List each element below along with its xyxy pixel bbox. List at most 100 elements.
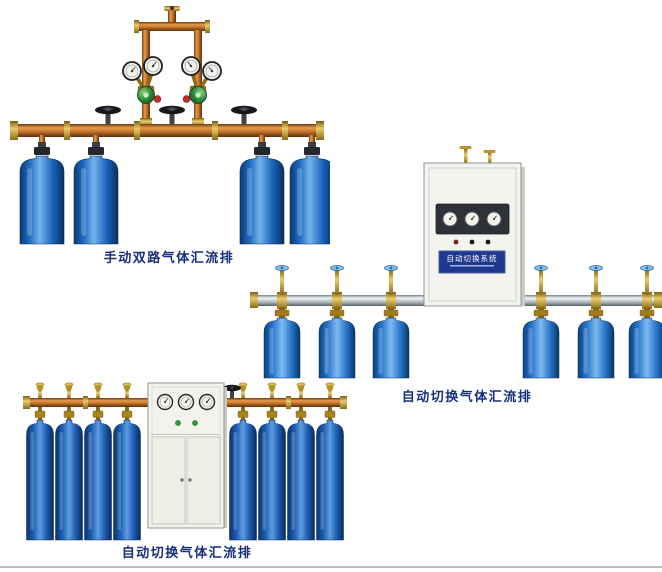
inlet-valve-handle [459,146,472,149]
control-cabinet [147,382,227,529]
control-cabinet: 自动切换系统 [423,162,525,307]
valve-handwheel [95,105,121,124]
caption-auto-switch-manifold-bottom: 自动切换气体汇流排 [121,546,253,561]
gas-cylinder [84,406,112,541]
bottom-border-line [0,566,662,568]
green-indicator-light [175,420,181,426]
left-riser-pipe [142,30,150,126]
cabinet-label-plate [438,250,506,274]
door-handle [188,478,192,482]
manifold-left-cap [10,121,18,140]
caption-auto-switch-manifold-right: 自动切换气体汇流排 [401,390,533,405]
manifold-pipe-body [14,124,320,137]
valve-handwheel [159,105,185,124]
cabinet-door-outline [428,167,517,302]
gas-cylinder [73,141,119,245]
drop-pipe [93,135,99,146]
drop-pipe [309,135,315,146]
riser-valve [64,382,74,399]
brass-tee-fitting [332,292,342,309]
tee-bar-pipe [138,22,206,31]
gas-cylinder [55,406,83,541]
union-nut [282,121,288,140]
auto-switch-manifold-bottom-illustration [23,382,347,541]
manifold-right-cap [316,121,324,140]
gas-cylinder [263,306,301,379]
manifold-pipe-right [224,398,345,407]
pressure-gauge [464,211,480,227]
gas-cylinder [628,306,662,379]
pressure-gauge [177,393,195,411]
gas-cylinder [19,141,65,245]
top-inlet-assembly [134,6,210,126]
manifold-right-cap [654,292,662,308]
cabinet-divider [152,434,220,435]
manifold-pipe [10,121,324,140]
manifold-pipe-right [517,295,662,306]
riser-valve-blue-handwheel [640,264,654,296]
riser-valve-blue-handwheel [384,264,398,296]
manifold-pipe [250,292,662,309]
riser-valve [122,382,132,399]
left-elbow-nut [140,118,152,126]
right-elbow-nut [192,118,204,126]
gas-cylinder [113,406,141,541]
cabinet-shadow [521,167,525,306]
cylinder-drop-pipes [39,135,315,146]
cabinet-label-subline [450,265,494,267]
cabinet-body [423,162,522,307]
gas-cylinder [316,406,344,541]
manifold-right-cap [340,396,347,409]
gas-cylinder [522,306,560,379]
valve-handwheel [231,105,257,124]
gas-cylinder [372,306,410,379]
gas-cylinder [318,306,356,379]
riser-valve-blue-handwheel [330,264,344,296]
union-nut [212,121,218,140]
manifold-left-cap [23,396,30,409]
brass-tee-fitting [386,292,396,309]
union-nut [134,121,140,140]
riser-valve-blue-handwheel [275,264,289,296]
right-riser-pipe [194,30,202,126]
gas-cylinder [577,306,615,379]
brass-tee-fitting [277,292,287,309]
indicator-light [453,239,459,245]
gas-cylinder [26,406,54,541]
door-handle [180,478,184,482]
cabinet-label: 自动切换系统 [447,253,498,263]
riser-valve [325,382,335,399]
brass-tee-fitting [536,292,546,309]
pressure-gauge [156,393,174,411]
indicator-light [485,239,491,245]
riser-valve [35,382,45,399]
riser-valve-blue-handwheel [534,264,548,296]
indicator-light [469,239,475,245]
union-nut [83,396,88,409]
manual-dual-manifold-illustration [10,6,330,245]
gas-cylinder [258,406,286,541]
inlet-valve-handle [483,150,496,153]
tee-right-nut [205,20,210,33]
top-cap-tip [170,6,174,10]
cabinet-door-right [186,436,221,525]
cabinet-shadow [224,387,227,528]
pressure-gauge [198,393,216,411]
drop-pipe [259,135,265,146]
cabinet-inlet-pipe [488,152,492,164]
brass-tee-fitting [591,292,601,309]
pressure-gauge [486,211,502,227]
manifold-left-cap [250,292,258,308]
riser-valve [238,382,248,399]
union-nut [286,396,291,409]
gas-cylinder [229,406,257,541]
gas-cylinder [287,406,315,541]
riser-valve [93,382,103,399]
brass-tee-fitting [642,292,652,309]
riser-valve [296,382,306,399]
riser-valve-blue-handwheel [589,264,603,296]
cabinet-door-left [151,436,186,525]
cabinet-inlet-pipe [464,148,468,164]
auto-switch-manifold-illustration: 自动切换系统 [250,146,662,379]
